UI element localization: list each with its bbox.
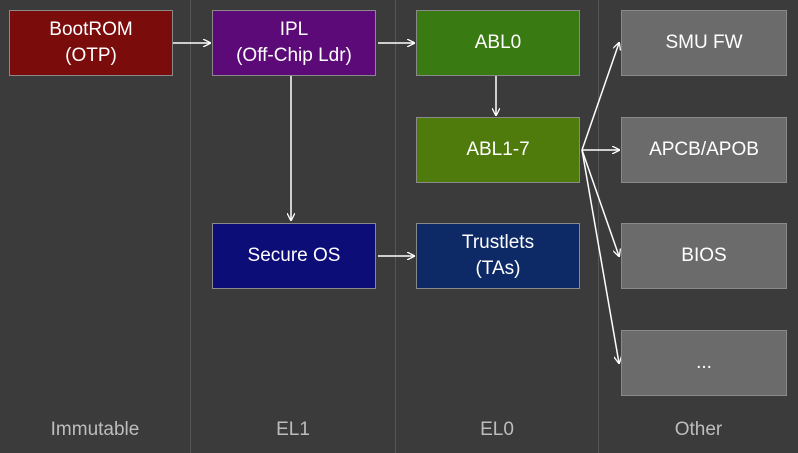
secure-os-box: Secure OS: [212, 223, 376, 289]
abl0-box: ABL0: [416, 10, 580, 76]
column-divider: [598, 0, 599, 453]
ipl-subtitle: (Off-Chip Ldr): [236, 45, 352, 66]
ipl-title: IPL: [279, 19, 309, 40]
trustlets-title: Trustlets: [461, 232, 535, 253]
more-box: ...: [621, 330, 787, 396]
abl1-7-title: ABL1-7: [466, 139, 530, 160]
column-label-el1: EL1: [276, 419, 310, 440]
arrow-abl17-more: [581, 149, 619, 363]
arrow-abl17-bios: [581, 149, 619, 256]
smu-fw-title: SMU FW: [665, 32, 743, 53]
bootrom-subtitle: (OTP): [65, 45, 117, 66]
column-label-el0: EL0: [480, 419, 514, 440]
more-title: ...: [696, 352, 712, 373]
abl1-7-box: ABL1-7: [416, 117, 580, 183]
secure-os-title: Secure OS: [247, 245, 341, 266]
trustlets-subtitle: (TAs): [475, 258, 521, 279]
column-divider: [395, 0, 396, 453]
column-label-immutable: Immutable: [50, 419, 140, 440]
trustlets-box: Trustlets (TAs): [416, 223, 580, 289]
bios-title: BIOS: [681, 245, 727, 266]
bios-box: BIOS: [621, 223, 787, 289]
bootrom-box: BootROM (OTP): [9, 10, 173, 76]
arrow-abl17-smu: [581, 43, 619, 151]
bootrom-title: BootROM: [49, 19, 133, 40]
apcb-apob-box: APCB/APOB: [621, 117, 787, 183]
abl0-title: ABL0: [474, 32, 522, 53]
smu-fw-box: SMU FW: [621, 10, 787, 76]
column-divider: [190, 0, 191, 453]
ipl-box: IPL (Off-Chip Ldr): [212, 10, 376, 76]
apcb-apob-title: APCB/APOB: [649, 139, 759, 160]
column-label-other: Other: [674, 419, 723, 440]
